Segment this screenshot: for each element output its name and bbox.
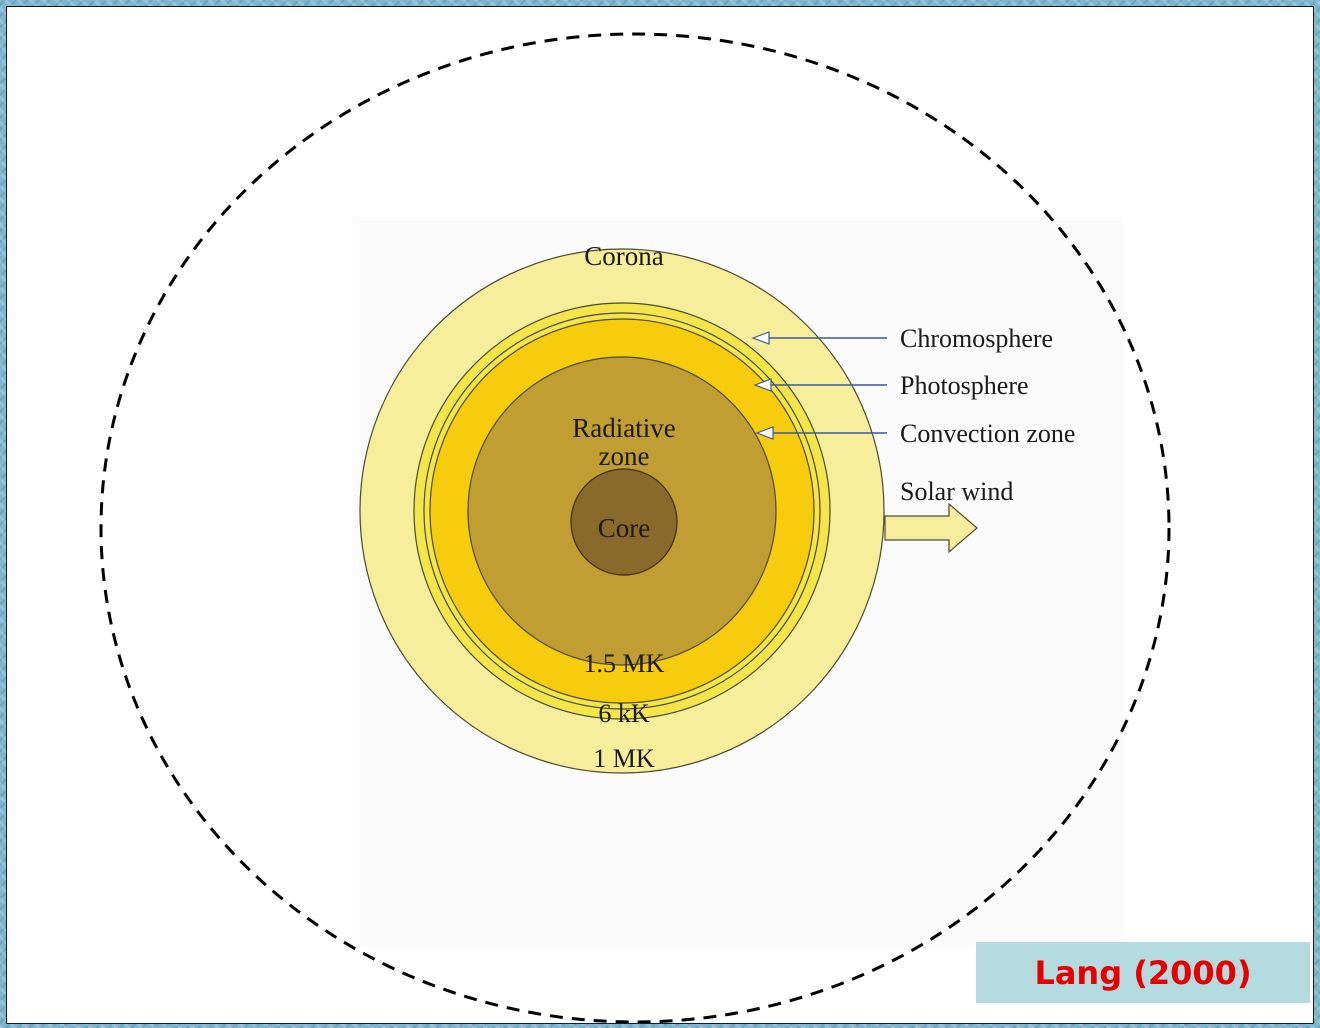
- solar-wind-arrow: [884, 502, 978, 554]
- chromosphere-label: Chromosphere: [900, 324, 1053, 353]
- sun-structure-diagram: Corona Chromosphere Photosphere Convecti…: [99, 32, 1171, 1023]
- citation-text: Lang (2000): [1034, 953, 1252, 992]
- citation-box: Lang (2000): [976, 942, 1310, 1003]
- slide: Corona Chromosphere Photosphere Convecti…: [6, 6, 1314, 1024]
- photosphere-pointer: [753, 378, 887, 392]
- photosphere-label: Photosphere: [900, 371, 1029, 400]
- radiative-zone-label-line1: Radiative: [572, 413, 675, 443]
- dashed-outer-boundary: [99, 32, 1171, 1023]
- convection-zone-pointer: [755, 426, 887, 440]
- chromosphere-pointer: [751, 331, 887, 345]
- photosphere-line: [423, 312, 821, 710]
- temperature-6-kk-label: 6 kK: [598, 699, 650, 728]
- convection-zone-label: Convection zone: [900, 419, 1075, 448]
- radiative-zone-label-line2: zone: [599, 441, 650, 471]
- temperature-1-mk-label: 1 MK: [593, 744, 655, 773]
- solar-wind-label: Solar wind: [900, 477, 1013, 506]
- core-layer: [570, 468, 678, 576]
- corona-label: Corona: [584, 241, 664, 271]
- core-label: Core: [598, 513, 651, 543]
- temperature-1-5-mk-label: 1.5 MK: [584, 649, 665, 678]
